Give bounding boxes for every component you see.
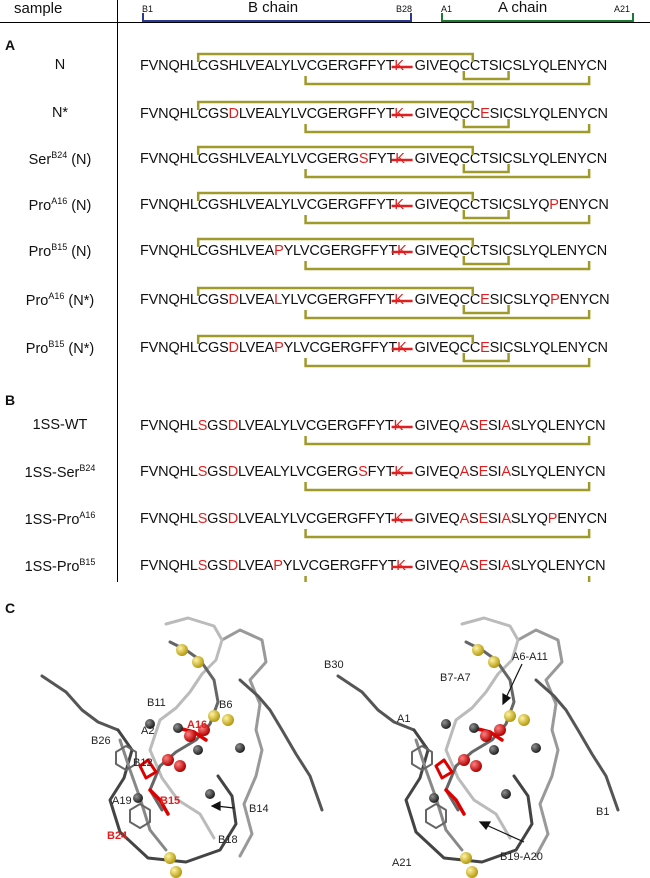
- linker-lysine: K: [394, 197, 404, 213]
- label-a1: A1: [397, 713, 410, 725]
- panel-a-row-label: N*: [51, 105, 69, 121]
- a-chain-bar: [441, 20, 634, 22]
- panel-a-b-chain-sequence: FVNQHLCGSDLVEALYLVCGERGFFYTK: [140, 106, 404, 122]
- panel-b-row-label: 1SS-ProB15: [24, 557, 96, 575]
- structure-left-atoms: [133, 644, 245, 878]
- panel-b-a-chain-sequence: GIVEQASESIASLYQLENYCN: [414, 418, 606, 434]
- linker-lysine: K: [397, 243, 407, 259]
- a-chain-tick-end: [632, 13, 634, 21]
- panel-a-a-chain-sequence: GIVEQCCESICSLYQPENYCN: [414, 292, 610, 308]
- panel-a-b-chain-sequence: FVNQHLCGSHLVEALYLVCGERGSFYTK: [140, 151, 405, 167]
- panel-b-a-chain-sequence: GIVEQASESIASLYQLENYCN: [414, 464, 606, 480]
- label-column-divider: [117, 0, 118, 582]
- panel-b-b-chain-sequence: FVNQHLSGSDLVEALYLVCGERGFFYTK: [140, 511, 404, 527]
- linker-lysine: K: [394, 464, 404, 480]
- label-b19-a20: B19-A20: [500, 851, 543, 863]
- b-chain-label: B chain: [248, 0, 299, 16]
- insulin-structure-figure: B11 B6 B26 A2 B12 B14 A19 B18 A16 B15 B2…: [40, 616, 620, 878]
- panel-b-b-chain-sequence: FVNQHLSGSDLVEALYLVCGERGSFYTK: [140, 464, 404, 480]
- panel-b-a-chain-sequence: GIVEQASESIASLYQPENYCN: [414, 511, 608, 527]
- label-b26: B26: [91, 735, 111, 747]
- panel-label-a: A: [5, 37, 16, 53]
- b-chain-end-label: B28: [396, 4, 413, 14]
- panel-b-row-label: 1SS-WT: [32, 417, 88, 433]
- label-b12: B12: [133, 757, 153, 769]
- linker-lysine: K: [394, 58, 404, 74]
- disulfide-b19-a20: [304, 436, 591, 446]
- structure-right-atoms: [429, 644, 541, 878]
- linker-lysine: K: [397, 340, 407, 356]
- disulfide-b19-a20: [304, 358, 591, 368]
- panel-a-row-label: SerB24 (N): [28, 150, 92, 168]
- panel-b-a-chain-sequence: GIVEQASESIASLYQLENYCN: [414, 558, 606, 574]
- panel-a-row-label: ProB15 (N): [28, 242, 92, 260]
- header-divider: [0, 22, 650, 23]
- panel-b-b-chain-sequence: FVNQHLSGSDLVEAPYLVCGERGFFYTK: [140, 558, 406, 574]
- disulfide-b19-a20: [304, 576, 591, 582]
- disulfide-b19-a20: [304, 76, 591, 86]
- a-chain-tick-start: [441, 13, 443, 21]
- label-b18: B18: [218, 834, 238, 846]
- linker-lysine: K: [394, 106, 404, 122]
- linker-lysine: K: [393, 418, 404, 434]
- b-chain-tick-end: [410, 13, 412, 21]
- panel-a-a-chain-sequence: GIVEQCCESICSLYQLENYCN: [414, 106, 608, 122]
- label-a2: A2: [141, 725, 154, 737]
- panel-a-a-chain-sequence: GIVEQCCTSICSLYQLENYCN: [414, 243, 608, 259]
- label-b6: B6: [219, 699, 232, 711]
- label-a19: A19: [112, 795, 132, 807]
- a-chain-label: A chain: [498, 0, 548, 16]
- linker-lysine: K: [396, 558, 406, 574]
- panel-a-b-chain-sequence: FVNQHLCGSHLVEALYLVCGERGFFYTK: [140, 197, 404, 213]
- panel-a-b-chain-sequence: FVNQHLCGSDLVEAPYLVCGERGFFYTK: [140, 340, 407, 356]
- disulfide-b19-a20: [304, 169, 591, 179]
- label-a21: A21: [392, 857, 412, 869]
- disulfide-b19-a20: [304, 310, 591, 320]
- panel-b-row-label: 1SS-SerB24: [24, 463, 96, 481]
- panel-a-a-chain-sequence: GIVEQCCESICSLYQLENYCN: [414, 340, 608, 356]
- panel-label-c: C: [5, 600, 16, 616]
- panel-a-b-chain-sequence: FVNQHLCGSHLVEAPYLVCGERGFFYTK: [140, 243, 407, 259]
- label-b11: B11: [147, 697, 166, 709]
- panel-a-row-label: ProA16 (N*): [25, 291, 95, 309]
- panel-a-a-chain-sequence: GIVEQCCTSICSLYQLENYCN: [414, 58, 608, 74]
- linker-lysine: K: [393, 511, 404, 527]
- panel-a-b-chain-sequence: FVNQHLCGSHLVEALYLVCGERGFFYTK: [140, 58, 404, 74]
- a-chain-end-label: A21: [614, 4, 631, 14]
- panel-a-a-chain-sequence: GIVEQCCTSICSLYQPENYCN: [414, 197, 609, 213]
- disulfide-b19-a20: [304, 261, 591, 271]
- label-b15: B15: [160, 795, 180, 807]
- panel-a-row-label: ProA16 (N): [28, 196, 92, 214]
- disulfide-b19-a20: [304, 124, 591, 134]
- label-b1: B1: [596, 806, 609, 818]
- label-a16: A16: [187, 719, 207, 731]
- label-b7-a7: B7-A7: [440, 672, 471, 684]
- linker-lysine: K: [395, 151, 405, 167]
- linker-lysine: K: [394, 292, 404, 308]
- label-b14: B14: [249, 803, 269, 815]
- panel-a-row-label: ProB15 (N*): [25, 339, 95, 357]
- label-b30: B30: [324, 659, 344, 671]
- disulfide-b19-a20: [304, 529, 591, 539]
- panel-b-row-label: 1SS-ProA16: [24, 510, 96, 528]
- a-chain-start-label: A1: [441, 4, 453, 14]
- panel-label-b: B: [5, 392, 16, 408]
- b-chain-start-label: B1: [142, 4, 154, 14]
- label-b24: B24: [107, 830, 128, 842]
- panel-a-row-label: N: [54, 57, 66, 73]
- panel-b-b-chain-sequence: FVNQHLSGSDLVEALYLVCGERGFFYTK: [140, 418, 404, 434]
- disulfide-b19-a20: [304, 215, 591, 225]
- disulfide-b19-a20: [304, 482, 591, 492]
- b-chain-tick-start: [142, 13, 144, 21]
- label-a6-a11: A6-A11: [512, 651, 548, 663]
- column-header-sample: sample: [14, 0, 63, 17]
- panel-a-a-chain-sequence: GIVEQCCTSICSLYQLENYCN: [414, 151, 608, 167]
- panel-a-b-chain-sequence: FVNQHLCGSDLVEALYLVCGERGFFYTK: [140, 292, 404, 308]
- b-chain-bar: [142, 20, 412, 22]
